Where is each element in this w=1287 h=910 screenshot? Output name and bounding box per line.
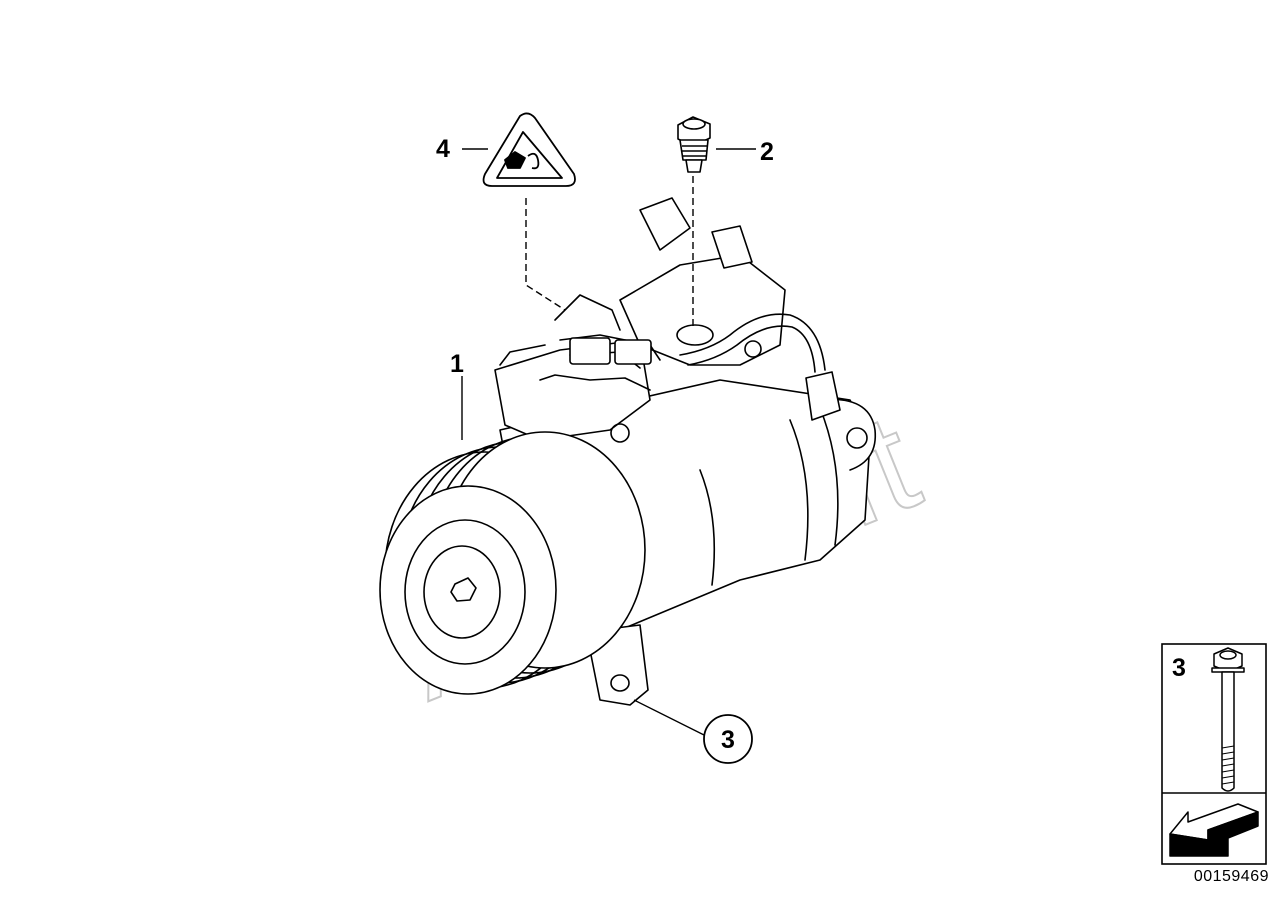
diagram-number: 00159469 bbox=[1193, 868, 1269, 885]
callout-3: 3 bbox=[721, 726, 735, 754]
leader-3 bbox=[633, 699, 707, 737]
dashed-leader-4 bbox=[525, 198, 566, 311]
warning-label-triangle[interactable] bbox=[482, 112, 576, 187]
callout-3-circle[interactable]: 3 bbox=[703, 714, 753, 764]
callout-4: 4 bbox=[436, 135, 450, 163]
callout-1: 1 bbox=[450, 350, 464, 378]
leader-lines bbox=[461, 148, 756, 737]
detail-box: 3 bbox=[1161, 643, 1267, 865]
callout-2: 2 bbox=[760, 138, 774, 166]
direction-arrow-icon bbox=[1169, 803, 1259, 857]
valve-fitting[interactable] bbox=[677, 116, 711, 173]
bolt-icon[interactable] bbox=[1211, 647, 1245, 792]
detail-box-label: 3 bbox=[1172, 654, 1186, 682]
ac-compressor-illustration[interactable] bbox=[379, 197, 877, 706]
